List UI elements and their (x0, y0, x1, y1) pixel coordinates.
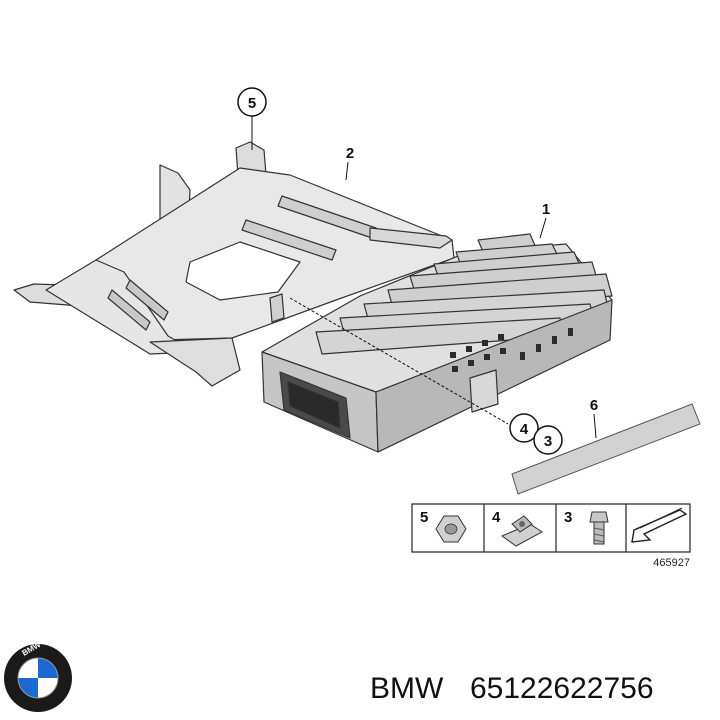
caption-part-number: 65122622756 (470, 672, 654, 705)
callout-6-label: 6 (590, 397, 598, 414)
reference-number: 465927 (653, 557, 690, 569)
callout-circle (509, 413, 539, 443)
arrow-icon (631, 507, 688, 543)
leader-lines (251, 116, 597, 439)
mounting-bracket (13, 141, 455, 387)
callout-5-label: 5 (248, 95, 256, 112)
callout-4-label: 4 (520, 421, 529, 438)
clip-nut-icon (500, 515, 543, 547)
connector-holes (450, 328, 573, 372)
callout-circle (237, 87, 267, 117)
callout-3-label: 3 (544, 433, 552, 450)
callout-2-label: 2 (346, 145, 354, 162)
callout-5-top: 5 (237, 87, 267, 117)
callout-1-label: 1 (542, 201, 550, 218)
legend-label-5: 5 (420, 509, 428, 526)
callout-4: 4 (509, 413, 539, 443)
legend-label-3: 3 (564, 509, 572, 526)
adhesive-strip (511, 403, 701, 495)
bmw-logo-icon: BMW (4, 640, 72, 712)
callout-3: 3 (533, 425, 563, 455)
legend-box: 5 4 3 (411, 503, 691, 553)
callout-circle (533, 425, 563, 455)
hex-nut-icon (435, 515, 467, 543)
bolt-icon (589, 511, 609, 545)
caption-brand: BMW (370, 672, 444, 705)
legend-label-4: 4 (492, 509, 501, 526)
